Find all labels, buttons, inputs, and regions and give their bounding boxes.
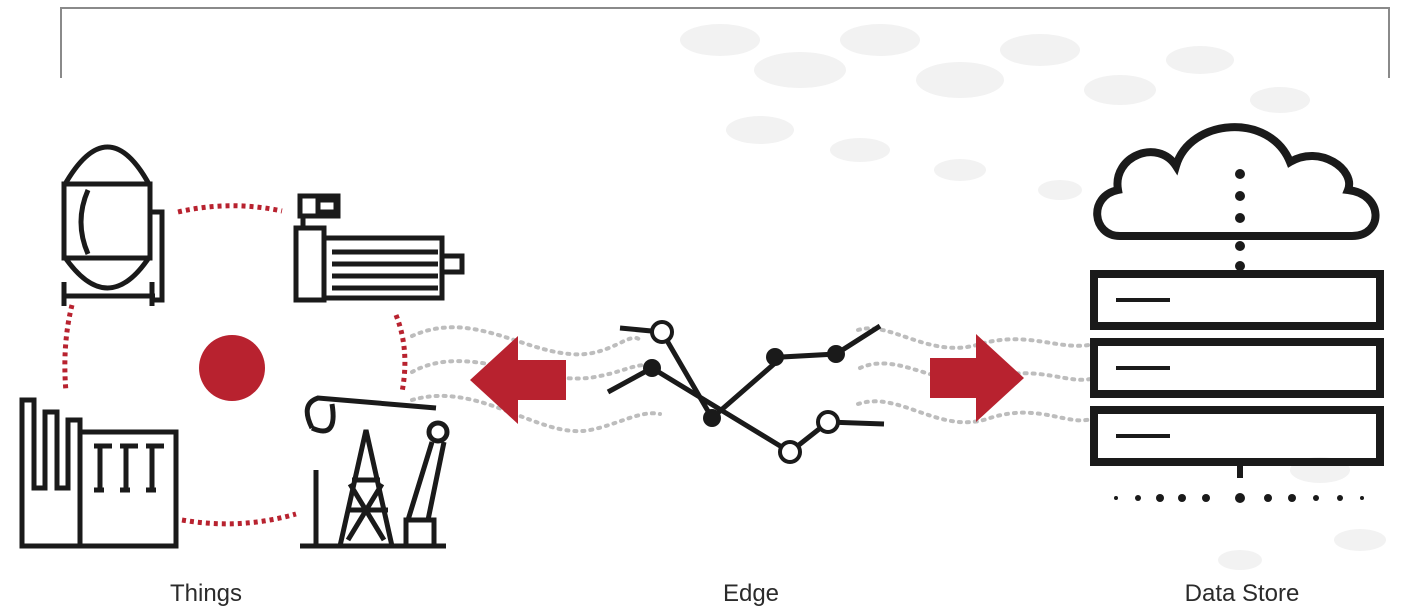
cloud-server-link xyxy=(1235,169,1245,271)
network-graph-icon xyxy=(606,320,885,464)
pump-jack-icon xyxy=(300,395,450,549)
things-label: Things xyxy=(169,580,243,607)
arrow-left-icon xyxy=(470,336,566,424)
cloud-icon xyxy=(1093,123,1380,240)
header-frame xyxy=(60,7,1390,78)
motor-icon xyxy=(293,193,465,303)
arrow-right-icon xyxy=(930,334,1024,422)
data-store-label: Data Store xyxy=(1184,580,1300,607)
tank-icon xyxy=(61,144,165,306)
things-connection-ring xyxy=(62,203,408,527)
things-hub-icon xyxy=(199,335,265,401)
factory-icon xyxy=(19,397,179,549)
data-flow-dots xyxy=(410,325,1096,434)
background-pattern xyxy=(680,24,1386,570)
storage-dot-row xyxy=(1114,493,1364,503)
edge-label: Edge xyxy=(722,580,780,607)
server-rack-icon xyxy=(1090,270,1384,478)
